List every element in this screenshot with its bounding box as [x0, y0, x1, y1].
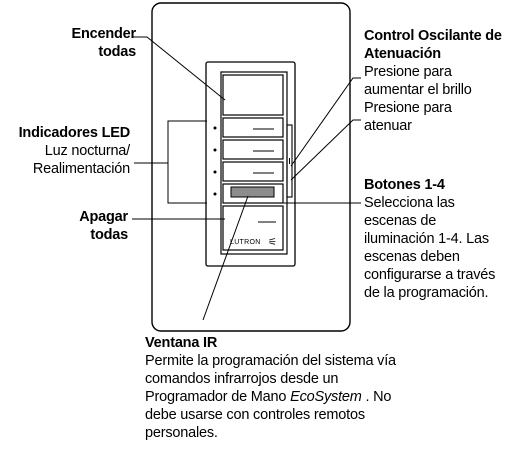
label-scene-line6: de la programación. [364, 285, 489, 301]
label-ir-line5: personales. [145, 425, 218, 441]
label-all-off: Apagar todas [46, 208, 128, 244]
keypad-body [205, 61, 296, 267]
led-indicator-4 [213, 192, 217, 196]
label-dimming-rocker: Control Oscilante de Atenuación Presione… [364, 27, 522, 135]
scene-button-3[interactable] [222, 161, 284, 182]
label-ir-line3-pre: Programador de Mano [145, 389, 291, 405]
label-led-indicators: Indicadores LED Luz nocturna/ Realimenta… [2, 124, 131, 178]
label-scene-line2: escenas de [364, 213, 437, 229]
scene-button-1[interactable] [222, 117, 284, 138]
label-scene-line1: Selecciona las [364, 195, 455, 211]
label-rocker-down2: atenuar [364, 118, 412, 134]
led-indicator-2 [213, 148, 217, 152]
label-ir-line4: debe usarse con controles remotos [145, 407, 365, 423]
label-rocker-up1: Presione para [364, 64, 452, 80]
label-all-on: Encender todas [46, 25, 137, 61]
button-column [220, 71, 288, 255]
label-rocker-down1: Presione para [364, 100, 452, 116]
wallplate [151, 2, 351, 332]
label-rocker-title1: Control Oscilante de [364, 28, 502, 44]
label-ir-line2: comandos infrarrojos desde un [145, 371, 339, 387]
label-led-line1: Luz nocturna/ [44, 143, 130, 159]
pen-icon: ⚟ [268, 237, 277, 248]
all-off-button[interactable] [222, 205, 284, 251]
label-scene-line3: iluminación 1-4. Las [364, 231, 489, 247]
dimming-rocker[interactable] [286, 124, 293, 198]
label-led-line2: Realimentación [32, 161, 130, 177]
label-scene-title: Botones 1-4 [364, 177, 445, 193]
label-led-title: Indicadores LED [18, 125, 131, 141]
label-ir-title: Ventana IR [145, 335, 218, 351]
scene-button-2[interactable] [222, 139, 284, 160]
label-ir-line1: Permite la programación del sistema vía [145, 353, 396, 369]
label-all-on-line1: Encender [71, 26, 137, 42]
label-ir-line3: Programador de Mano EcoSystem . No [145, 388, 425, 406]
label-ir-window: Ventana IR Permite la programación del s… [145, 334, 425, 442]
led-indicator-3 [213, 170, 217, 174]
led-indicator-1 [213, 126, 217, 130]
brand-logo: LUTRON [230, 239, 261, 246]
label-scene-line4: escenas deben [364, 249, 460, 265]
label-ir-line3-italic: EcoSystem [290, 389, 362, 405]
label-rocker-title2: Atenuación [364, 46, 441, 62]
label-ir-line3-post: . No [361, 389, 392, 405]
label-scene-line5: configurarse a través [364, 267, 496, 283]
ir-window [230, 186, 275, 198]
scene-button-4[interactable] [222, 183, 284, 204]
label-all-off-line2: todas [90, 227, 128, 243]
all-on-button[interactable] [222, 74, 284, 116]
label-rocker-up2: aumentar el brillo [364, 82, 472, 98]
label-all-on-line2: todas [98, 44, 136, 60]
label-scene-buttons: Botones 1-4 Selecciona las escenas de il… [364, 176, 522, 302]
label-all-off-line1: Apagar [79, 209, 128, 225]
